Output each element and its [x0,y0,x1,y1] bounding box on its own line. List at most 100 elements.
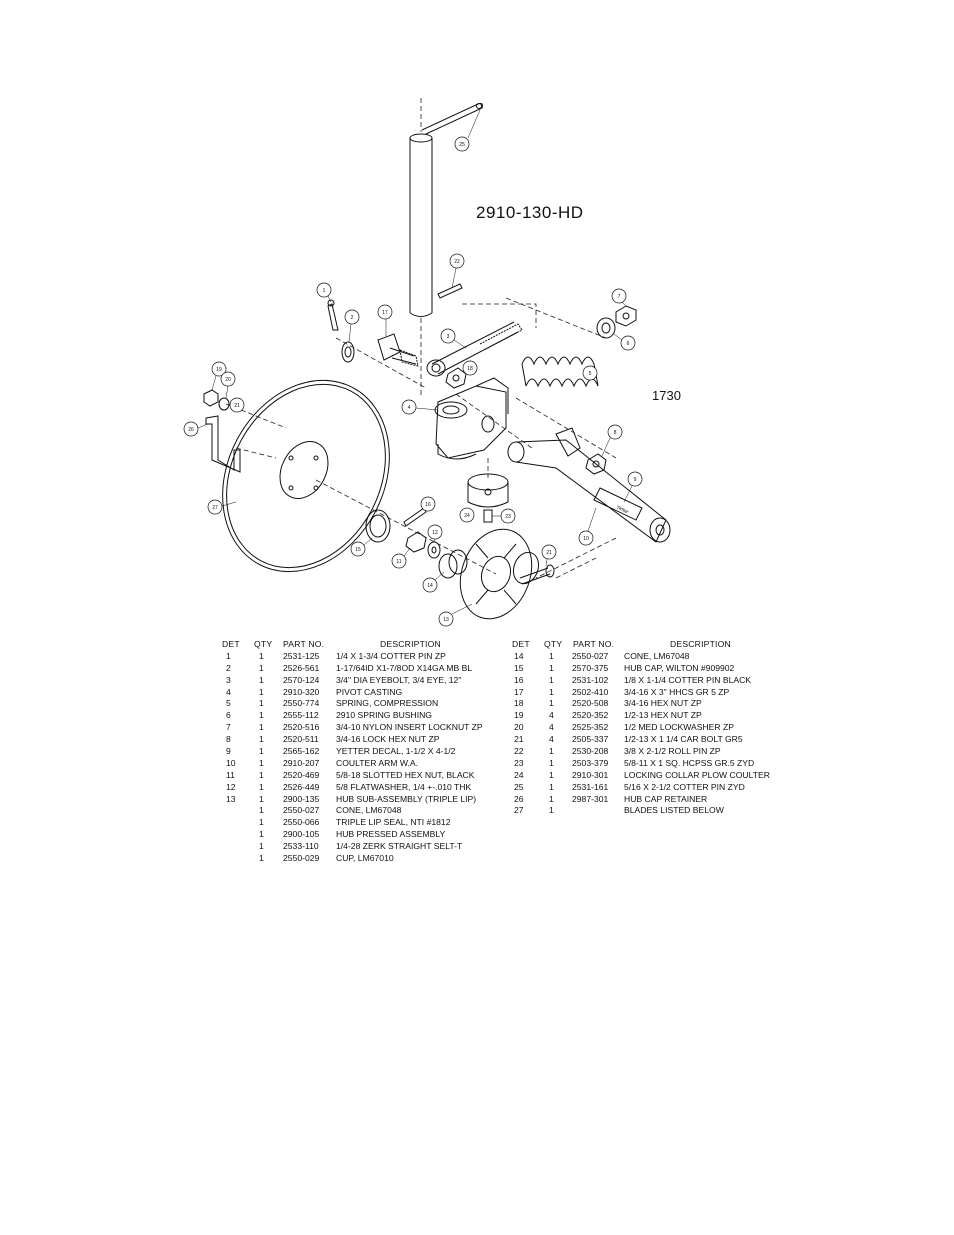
det-cell: 11 [226,769,235,780]
callout-15: 15 [350,537,373,557]
description-cell: 1/8 X 1-1/4 COTTER PIN BLACK [624,674,752,685]
qty-cell: 1 [549,757,554,768]
header-qty: QTY [254,639,273,649]
callout-3: 3 [440,328,467,349]
lock-hex-nut-8 [585,453,607,475]
part-number-cell: 2520-469 [283,769,320,780]
description-cell: 5/8 FLATWASHER, 1/4 +-.010 THK [336,781,472,792]
description-cell: SPRING, COMPRESSION [336,698,439,709]
det-cell: 23 [514,757,524,768]
callout-25: 25 [454,109,481,152]
qty-cell: 1 [549,805,554,816]
description-cell: 1-17/64ID X1-7/8OD X14GA MB BL [336,662,473,673]
det-cell: 13 [226,793,236,804]
part-number-cell: 2900-105 [283,829,320,840]
svg-text:4: 4 [408,405,411,411]
qty-cell: 1 [259,650,264,661]
hub-assembly-13 [459,528,540,620]
qty-cell: 1 [259,686,264,697]
qty-cell: 1 [259,698,264,709]
part-number-cell: 2533-110 [283,841,319,852]
header-description: DESCRIPTION [380,639,441,649]
part-number-cell: 2531-161 [572,781,609,792]
qty-cell: 1 [549,781,554,792]
description-cell: CUP, LM67010 [336,853,394,864]
part-number-cell: 2550-774 [283,698,320,709]
det-cell: 12 [226,781,236,792]
description-cell: 5/8-18 SLOTTED HEX NUT, BLACK [336,769,475,780]
qty-cell: 1 [259,793,264,804]
svg-text:24: 24 [464,513,470,519]
det-cell: 25 [514,781,524,792]
hex-bolt-17 [377,333,419,367]
exploded-assembly-drawing: 25 22 1 17 2 3 7 6 5 18 19 20 21 26 4 8 … [183,98,671,627]
callout-12: 12 [427,524,443,543]
det-cell: 6 [226,710,231,721]
roll-pin-22 [437,283,463,299]
compression-spring-5 [521,356,599,388]
det-cell: 15 [514,662,524,673]
callout-1: 1 [316,282,332,303]
cotter-pin-25 [421,103,483,135]
set-screw-23 [483,509,493,523]
det-cell: 3 [226,674,231,685]
description-cell: CONE, LM67048 [336,805,402,816]
hub-cap-retainer-26 [205,415,241,473]
part-number-cell: 2555-112 [283,710,319,721]
part-number-cell: 2570-124 [283,674,320,685]
qty-cell: 4 [549,734,554,745]
part-number-cell: 2550-027 [283,805,320,816]
callout-6: 6 [613,333,636,351]
header-det: DET [222,639,240,649]
callout-22: 22 [449,253,465,289]
callout-9: 9 [623,471,643,503]
part-number-cell: 2505-337 [572,734,609,745]
det-cell: 4 [226,686,231,697]
part-number-cell: 2910-207 [283,757,320,768]
callout-21b: 21 [541,544,557,567]
description-cell: HUB PRESSED ASSEMBLY [336,829,446,840]
svg-text:21: 21 [234,403,240,409]
qty-cell: 1 [549,686,554,697]
qty-cell: 1 [259,841,264,852]
description-cell: 1/2-13 HEX NUT ZP [624,710,702,721]
qty-cell: 1 [549,793,554,804]
qty-cell: 1 [259,734,264,745]
lockwasher-20 [218,397,230,411]
part-number-cell: 2910-320 [283,686,320,697]
decal-text: Yetter [615,504,630,515]
callout-21: 21 [229,397,245,413]
coulter-blade-27 [222,379,390,573]
callout-27: 27 [207,499,237,515]
pivot-shaft [409,133,433,317]
qty-cell: 1 [259,710,264,721]
qty-cell: 1 [549,650,554,661]
svg-text:8: 8 [614,430,617,436]
det-cell: 22 [514,746,524,757]
header-part-no: PART NO. [283,639,325,649]
flatwasher-12 [427,541,441,559]
description-cell: BLADES LISTED BELOW [624,805,724,816]
qty-cell: 1 [259,746,264,757]
part-number-cell: 2570-375 [572,662,609,673]
svg-text:2: 2 [351,315,354,321]
det-cell: 1 [226,650,231,661]
det-cell: 8 [226,734,231,745]
description-cell: 5/8-11 X 1 SQ. HCPSS GR.5 ZYD [624,757,755,768]
part-number-cell: 2550-027 [572,650,609,661]
svg-text:22: 22 [454,259,460,265]
